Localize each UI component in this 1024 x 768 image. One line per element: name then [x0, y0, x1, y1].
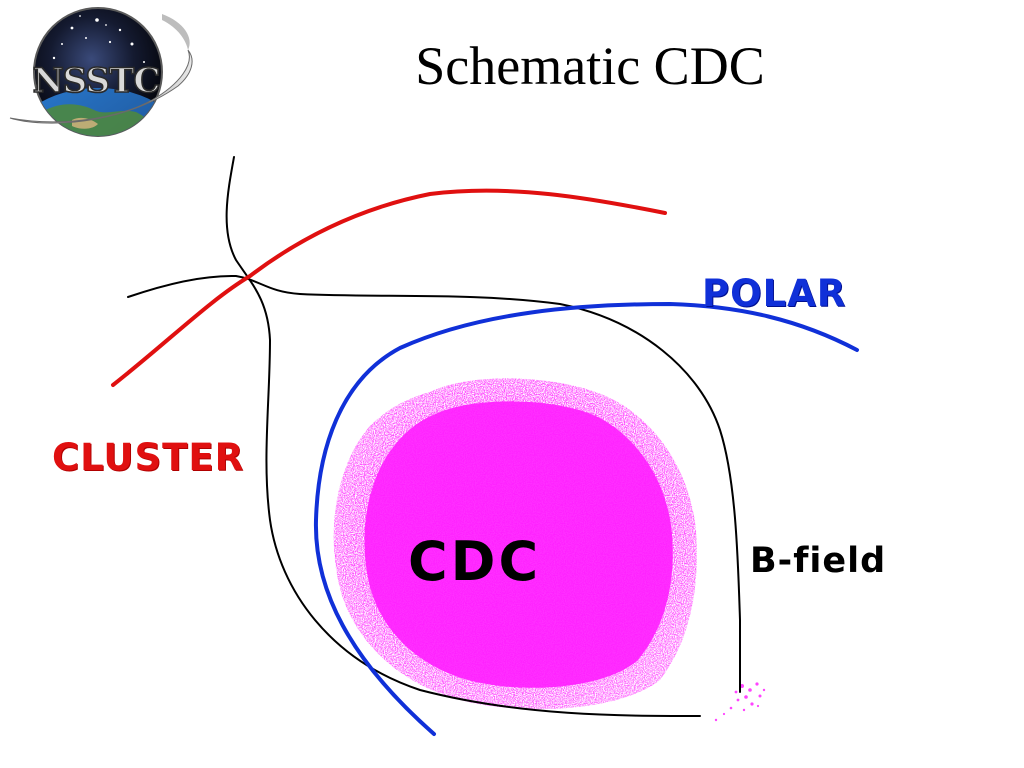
- logo-text: NSSTC: [33, 61, 160, 101]
- stars: [52, 15, 145, 63]
- cluster-orbit: [111, 188, 667, 387]
- cdc-label: CDC: [408, 530, 542, 593]
- cdc-plasma-region: [333, 378, 766, 722]
- b-field-lines: [127, 156, 742, 717]
- cdc-speckles: [714, 682, 766, 722]
- polar-label: POLAR: [702, 272, 847, 315]
- b-field-label: B-field: [750, 541, 887, 581]
- nsstc-logo-icon: NSSTC: [9, 7, 193, 137]
- cluster-label: CLUSTER: [52, 436, 245, 479]
- page-title: Schematic CDC: [415, 36, 765, 96]
- polar-orbit: [313, 301, 859, 736]
